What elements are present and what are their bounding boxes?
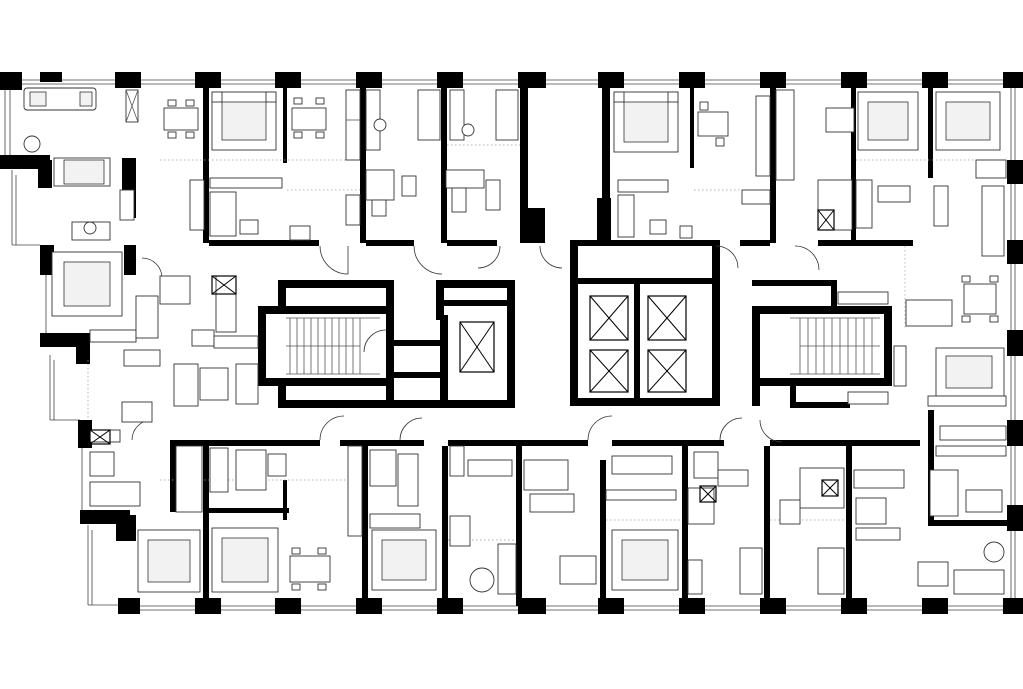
furniture-top bbox=[23, 87, 1007, 407]
entry-doors bbox=[131, 245, 820, 443]
interior-walls-bottom bbox=[170, 410, 1008, 606]
stairwell-right bbox=[752, 280, 892, 408]
service-shafts bbox=[89, 209, 839, 503]
exterior-wall-columns-top bbox=[0, 72, 1023, 90]
furniture-left bbox=[51, 251, 259, 507]
central-core bbox=[258, 280, 515, 408]
furniture-bottom bbox=[137, 425, 1007, 595]
elevator-shaft bbox=[459, 321, 495, 373]
exterior-wall-columns-left bbox=[0, 155, 136, 541]
elevator-bank bbox=[570, 240, 720, 406]
exterior-wall-columns-right bbox=[1007, 160, 1023, 531]
stairwell bbox=[286, 317, 387, 375]
